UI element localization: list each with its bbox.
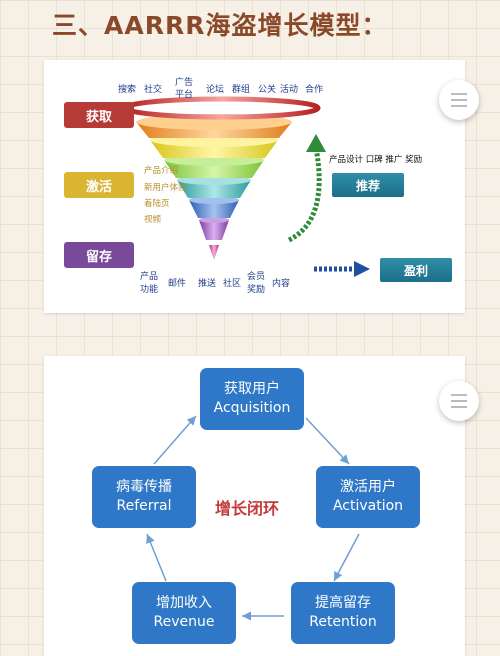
node-activation-cn: 激活用户: [340, 479, 396, 495]
activation-item-3: 着陆页: [144, 199, 170, 209]
revenue-box: 盈利: [380, 258, 452, 282]
node-activation-en: Activation: [332, 498, 404, 514]
retention-member-1: 会员: [247, 272, 266, 282]
referral-box: 推荐: [332, 173, 404, 197]
node-acquisition-en: Acquisition: [213, 400, 291, 416]
node-retention-cn: 提高留存: [315, 595, 371, 611]
loop-arrows: [146, 415, 360, 621]
retention-product-1: 产品: [140, 272, 159, 282]
node-activation: 激活用户 Activation: [316, 466, 420, 528]
hamburger-menu-icon: [451, 392, 467, 410]
hamburger-menu-icon: [451, 91, 467, 109]
node-acquisition-cn: 获取用户: [224, 381, 280, 397]
loop-center-label: 增长闭环: [215, 499, 280, 518]
stage-retain: 留存: [64, 242, 134, 268]
growth-loop-card: 获取用户 Acquisition 激活用户 Activation 提高留存 Re…: [44, 356, 465, 656]
node-referral: 病毒传播 Referral: [92, 466, 196, 528]
node-revenue: 增加收入 Revenue: [132, 582, 236, 644]
retention-member-2: 奖励: [247, 285, 266, 295]
node-revenue-en: Revenue: [153, 614, 215, 630]
referral-items: 产品设计 口碑 推广 奖励: [329, 155, 423, 165]
node-retention-en: Retention: [309, 614, 377, 630]
channel-forum: 论坛: [206, 85, 225, 95]
node-referral-en: Referral: [116, 498, 172, 514]
page-title: 三、AARRR海盗增长模型：: [52, 11, 388, 40]
funnel-card: 获取 激活 留存 搜索 社交 广告 平台 论坛 群组 公关 活动 合作 产品介绍…: [44, 60, 465, 313]
retention-product-2: 功能: [140, 285, 159, 295]
activation-item-4: 视频: [144, 215, 162, 225]
stage-acquire: 获取: [64, 102, 134, 128]
channel-social: 社交: [144, 85, 163, 95]
menu-button-2[interactable]: [439, 381, 479, 421]
retention-push: 推送: [198, 279, 217, 289]
activation-item-2: 新用户体验: [144, 183, 187, 193]
node-referral-cn: 病毒传播: [116, 479, 172, 495]
activation-item-1: 产品介绍: [144, 166, 179, 176]
stage-activate: 激活: [64, 172, 134, 198]
node-retention: 提高留存 Retention: [291, 582, 395, 644]
channel-cooperation: 合作: [305, 85, 324, 95]
channel-pr: 公关: [258, 85, 277, 95]
channel-groups: 群组: [232, 85, 251, 95]
node-acquisition: 获取用户 Acquisition: [200, 368, 304, 430]
channel-ad-platform-2: 平台: [175, 90, 194, 100]
retention-email: 邮件: [168, 279, 187, 289]
menu-button-1[interactable]: [439, 80, 479, 120]
channel-search: 搜索: [118, 85, 137, 95]
channel-ad-platform-1: 广告: [175, 78, 194, 88]
retention-content: 内容: [272, 279, 291, 289]
funnel-graphic: [123, 96, 370, 277]
retention-community: 社区: [223, 279, 242, 289]
channel-events: 活动: [280, 85, 299, 95]
node-revenue-cn: 增加收入: [156, 595, 212, 611]
